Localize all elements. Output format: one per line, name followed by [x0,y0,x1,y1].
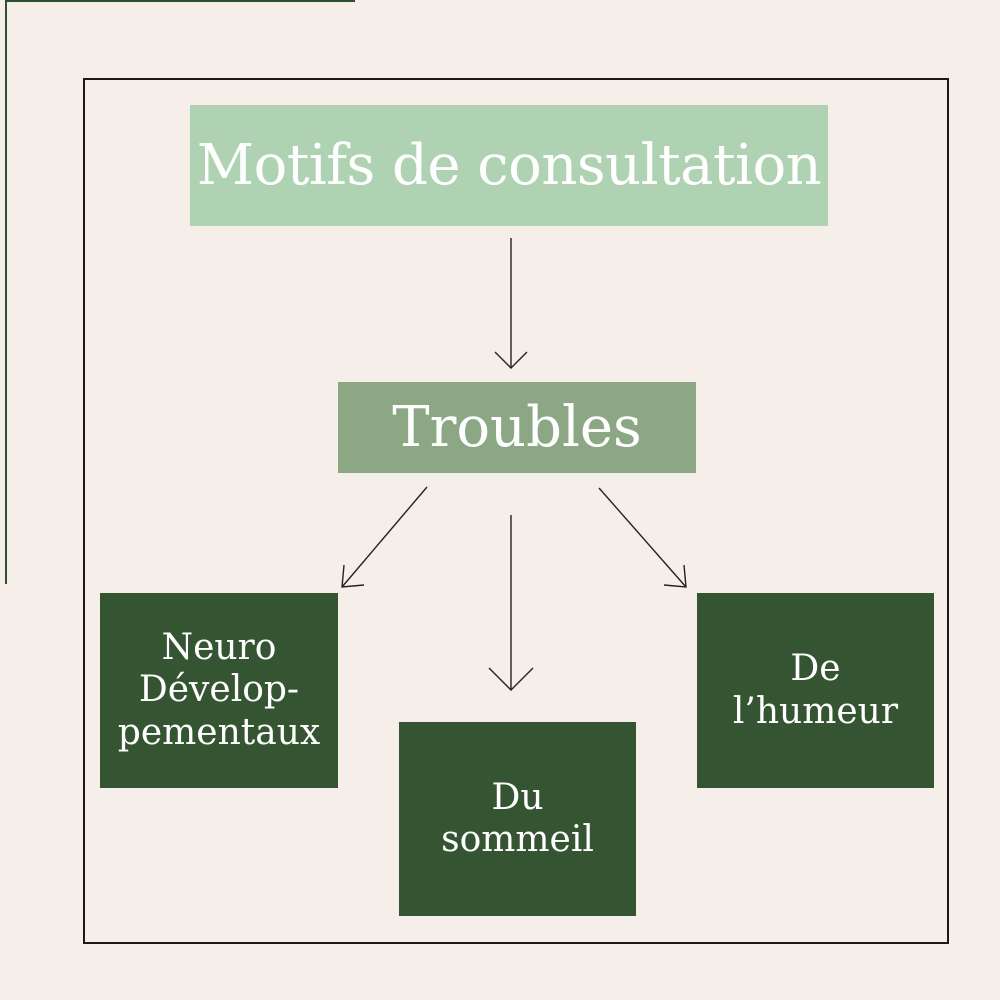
diagram-frame [83,78,949,944]
leaf-box-humeur: De l’humeur [697,593,934,788]
leaf-text-sommeil: Du sommeil [441,776,594,860]
title-box: Motifs de consultation [190,105,828,226]
title-text: Motifs de consultation [196,133,822,198]
leaf-box-sommeil: Du sommeil [399,722,636,916]
leaf-text-neuro: Neuro Dévelop- pementaux [117,626,321,753]
center-box-troubles: Troubles [338,382,696,473]
center-text: Troubles [392,395,642,460]
leaf-box-neuro: Neuro Dévelop- pementaux [100,593,338,788]
leaf-text-humeur: De l’humeur [732,648,899,732]
decorative-line-left [5,0,7,584]
decorative-line-top [5,0,355,2]
